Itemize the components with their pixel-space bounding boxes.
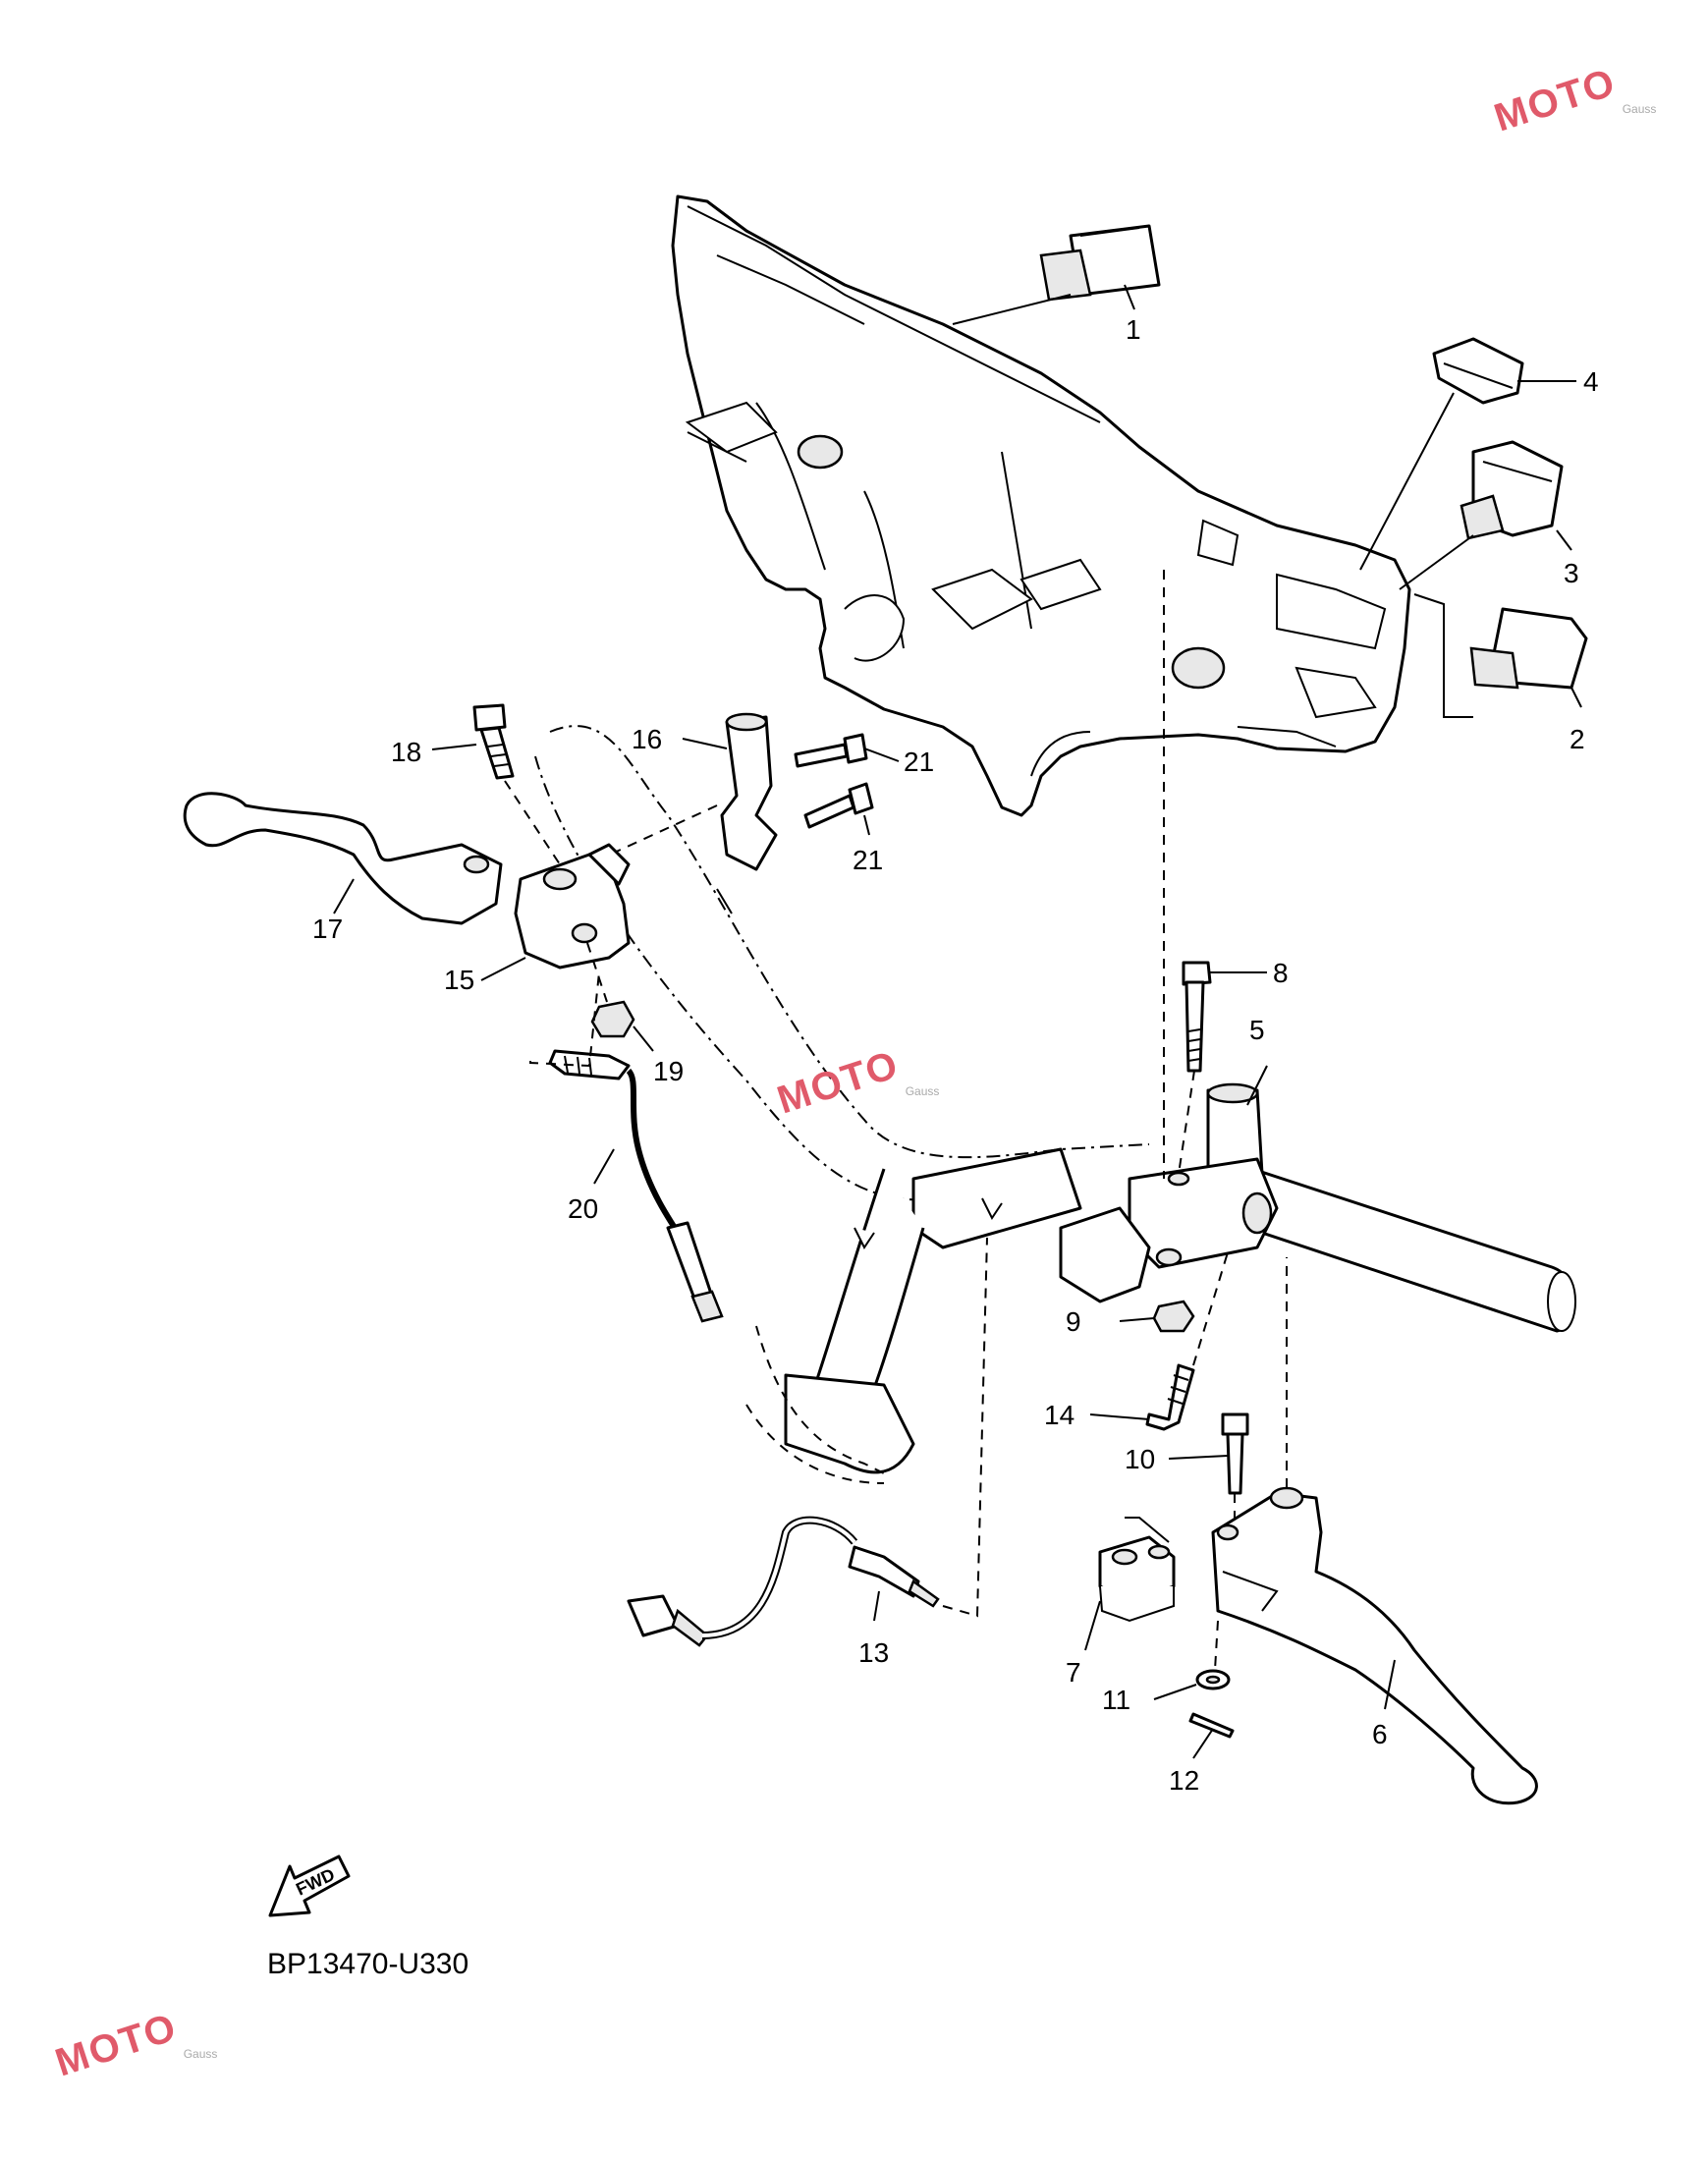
- part-9-nut: [1119, 1300, 1195, 1333]
- part-16-holder: [598, 712, 778, 871]
- callout-15: 15: [444, 965, 474, 995]
- part-3-switch: [1399, 440, 1572, 590]
- callout-18: 18: [391, 737, 421, 767]
- part-13-brake-switch: [627, 1237, 988, 1647]
- part-17-clutch-lever: [183, 792, 503, 925]
- callout-1: 1: [1126, 314, 1141, 345]
- watermark-logo-bottom: MOTO Gauss: [50, 2005, 218, 2085]
- callout-9: 9: [1066, 1306, 1081, 1337]
- part-2-switch: [1413, 593, 1588, 718]
- callout-21a: 21: [904, 747, 934, 777]
- callout-20: 20: [568, 1193, 598, 1224]
- part-8-bolt: [1178, 961, 1267, 1175]
- handlebar: [534, 725, 1576, 1484]
- callout-3: 3: [1564, 558, 1579, 588]
- handlebar-cover: [671, 194, 1411, 817]
- part-12-pin: [1188, 1712, 1235, 1759]
- part-19-nut: [586, 942, 654, 1052]
- callout-4: 4: [1583, 366, 1599, 397]
- part-4-switch: [1359, 337, 1576, 571]
- part-21-screws: [794, 733, 900, 836]
- part-7-holder: [1084, 1517, 1176, 1651]
- part-5-master-cylinder: [1059, 570, 1279, 1303]
- part-14-screw: [1089, 1251, 1229, 1431]
- part-20-clutch-switch: [529, 971, 724, 1323]
- watermark-logo-top: MOTO Gauss: [1489, 60, 1657, 140]
- callout-14: 14: [1044, 1400, 1074, 1430]
- callout-6: 6: [1372, 1719, 1388, 1749]
- callout-19: 19: [653, 1056, 684, 1086]
- part-11-washer: [1153, 1620, 1231, 1700]
- callout-11: 11: [1102, 1685, 1130, 1715]
- part-6-brake-lever: [1211, 1257, 1538, 1805]
- fwd-arrow-icon: FWD: [268, 1855, 351, 1917]
- part-18-bolt: [431, 703, 561, 865]
- callout-8: 8: [1273, 958, 1289, 988]
- callout-17: 17: [312, 914, 343, 944]
- callout-16: 16: [632, 724, 662, 754]
- callout-10: 10: [1125, 1444, 1155, 1474]
- diagram-code: BP13470-U330: [267, 1948, 469, 1980]
- callout-7: 7: [1066, 1657, 1081, 1688]
- callout-13: 13: [858, 1637, 889, 1668]
- callout-12: 12: [1169, 1765, 1199, 1796]
- part-15-lever-holder: [480, 843, 631, 981]
- watermark-logo-middle: MOTO Gauss: [772, 1042, 940, 1123]
- callout-labels: 1 2 3 4 5 6 7 8 9 10 11 12 13 14 15 16 1…: [312, 314, 1599, 1796]
- callout-2: 2: [1570, 724, 1585, 754]
- part-10-bolt: [1168, 1412, 1249, 1532]
- callout-21b: 21: [853, 845, 883, 875]
- callout-5: 5: [1249, 1015, 1265, 1045]
- part-1-switch: [952, 224, 1161, 325]
